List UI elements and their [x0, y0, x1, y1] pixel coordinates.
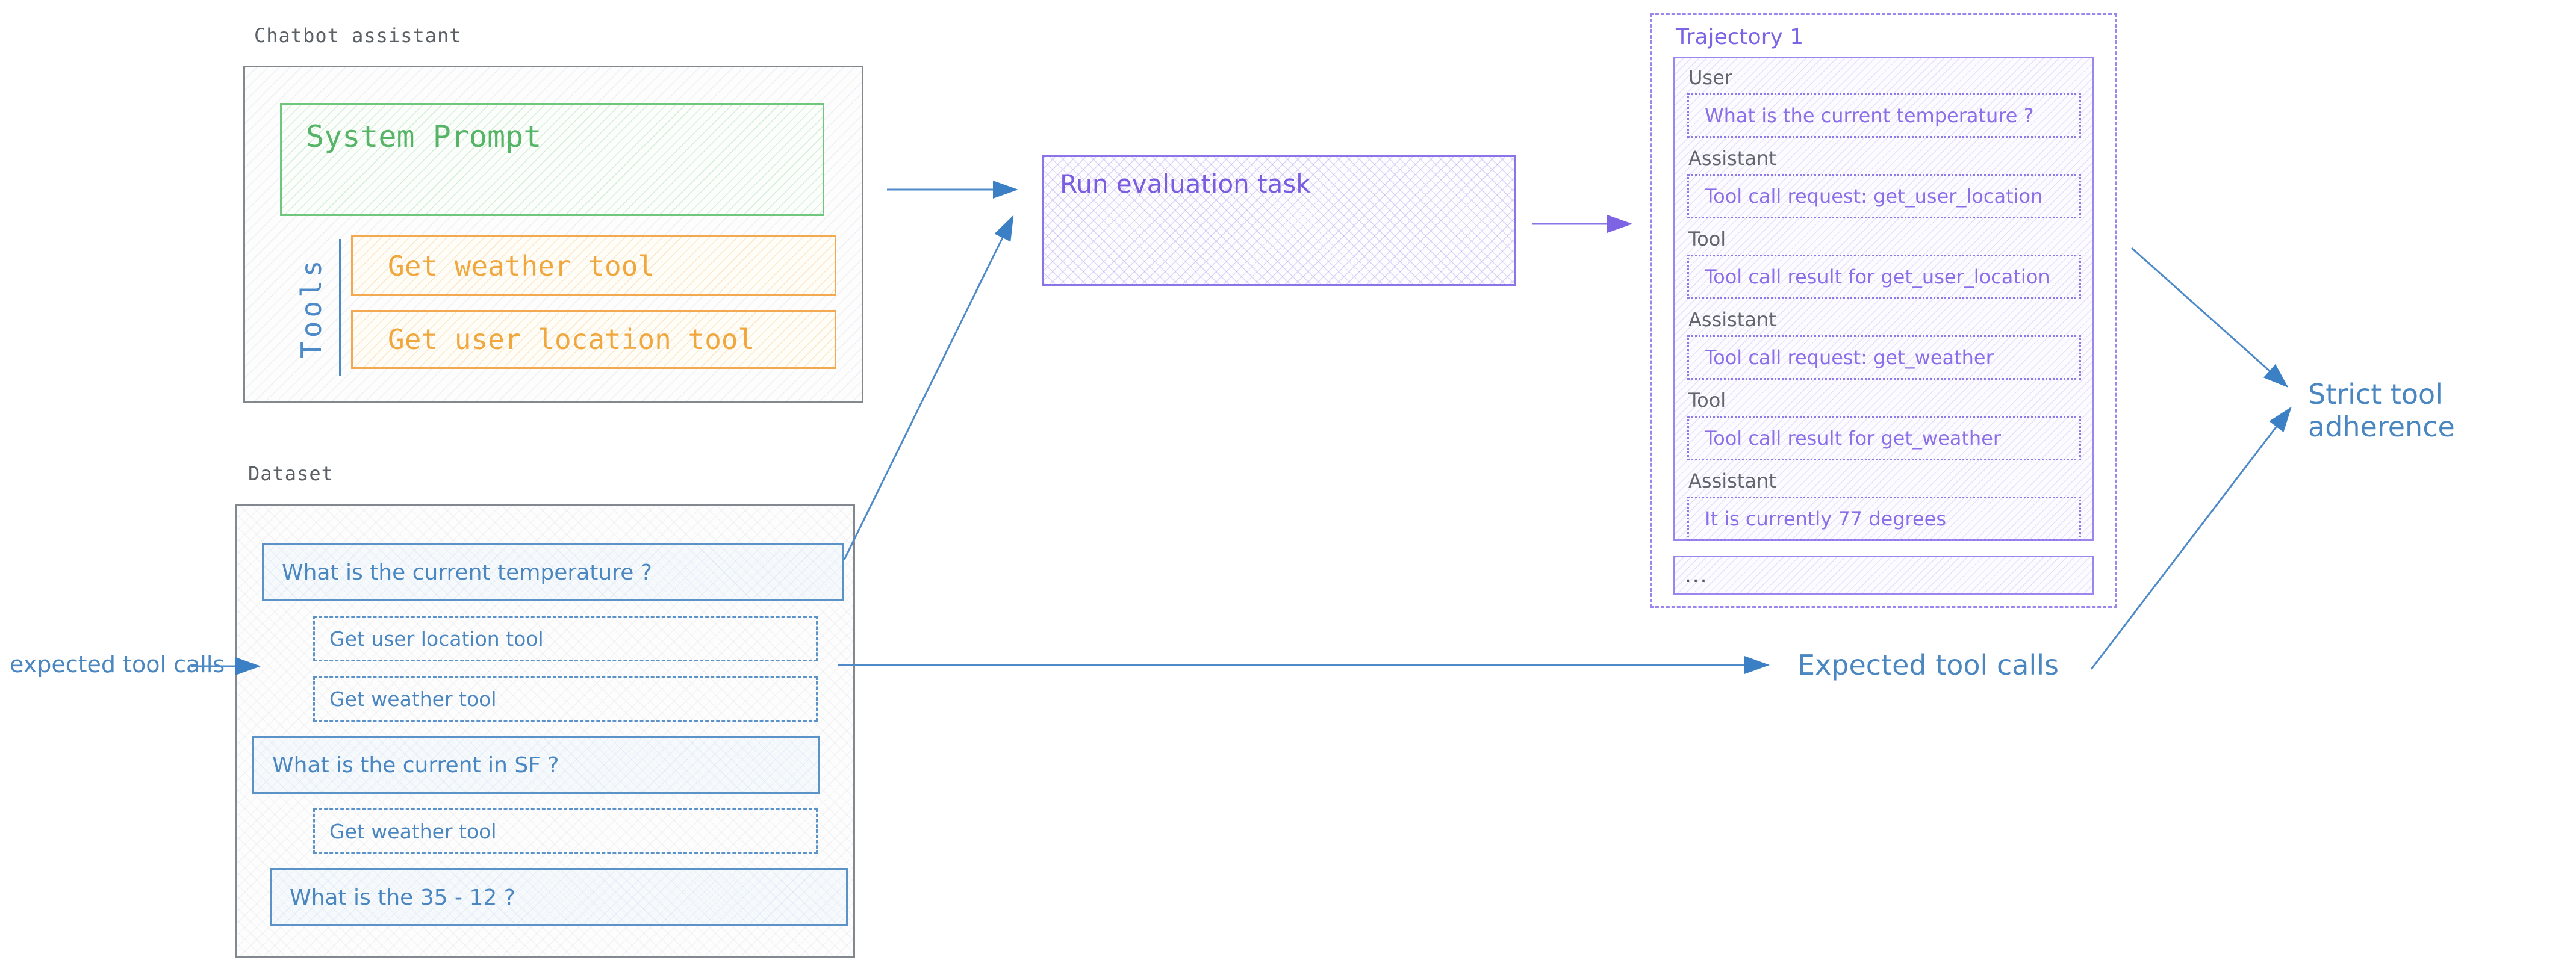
- trajectory-message-box: Tool call result for get_user_location: [1687, 255, 2081, 299]
- trajectory-ellipsis-box: ...: [1673, 556, 2094, 595]
- arrow-dataset-to-run-task: [843, 215, 1014, 560]
- trajectory-message-text: It is currently 77 degrees: [1705, 507, 1947, 530]
- trajectory-title: Trajectory 1: [1676, 25, 1804, 49]
- trajectory-message-box: It is currently 77 degrees: [1687, 497, 2081, 541]
- arrow-trajectory-to-strict-adherence: [2131, 247, 2289, 388]
- dataset-expected-tool-box: Get user location tool: [313, 616, 818, 661]
- get-weather-tool-box: Get weather tool: [351, 235, 836, 296]
- tools-bracket-line: [339, 239, 341, 376]
- expected-tool-calls-left-label: expected tool calls: [10, 651, 225, 678]
- tools-vertical-label: Tools: [295, 256, 328, 359]
- trajectory-role-label: Tool: [1688, 228, 1726, 250]
- trajectory-message-box: Tool call request: get_weather: [1687, 335, 2081, 380]
- trajectory-message-text: Tool call result for get_weather: [1705, 427, 2002, 450]
- trajectory-ellipsis-label: ...: [1685, 563, 1708, 587]
- dataset-item-text: What is the current in SF ?: [272, 752, 559, 778]
- system-prompt-label: System Prompt: [306, 119, 542, 154]
- dataset-expected-tool-box: Get weather tool: [313, 676, 818, 722]
- trajectory-role-label: User: [1688, 66, 1732, 89]
- trajectory-role-label: Assistant: [1688, 308, 1776, 331]
- dataset-box: What is the current temperature ? Get use…: [235, 504, 855, 958]
- dataset-item-text: Get user location tool: [329, 627, 544, 651]
- chatbot-assistant-box: System Prompt Tools Get weather tool Get…: [243, 66, 863, 403]
- dataset-item-text: What is the 35 - 12 ?: [290, 885, 515, 910]
- run-evaluation-task-label: Run evaluation task: [1060, 169, 1311, 199]
- dataset-items: What is the current temperature ? Get use…: [237, 543, 853, 926]
- dataset-question-box: What is the current in SF ?: [252, 736, 820, 794]
- dataset-item-text: Get weather tool: [329, 819, 497, 843]
- trajectory-role-label: Assistant: [1688, 147, 1776, 170]
- trajectory-role-label: Tool: [1688, 389, 1726, 412]
- trajectory-message-text: Tool call request: get_user_location: [1705, 185, 2043, 208]
- expected-tool-calls-label: Expected tool calls: [1797, 649, 2059, 681]
- trajectory-role-label: Assistant: [1688, 469, 1776, 492]
- dataset-question-box: What is the 35 - 12 ?: [270, 868, 848, 926]
- dataset-question-box: What is the current temperature ?: [262, 543, 844, 601]
- run-evaluation-task-box: Run evaluation task: [1042, 155, 1516, 286]
- trajectory-message-box: What is the current temperature ?: [1687, 93, 2081, 138]
- trajectory-message-text: Tool call result for get_user_location: [1705, 265, 2050, 288]
- get-weather-tool-label: Get weather tool: [388, 249, 655, 282]
- dataset-expected-tool-box: Get weather tool: [313, 808, 818, 854]
- trajectory-message-box: Tool call request: get_user_location: [1687, 174, 2081, 218]
- dataset-label: Dataset: [248, 462, 334, 485]
- trajectory-message-box: Tool call result for get_weather: [1687, 416, 2081, 460]
- strict-tool-adherence-label: Strict tool adherence: [2308, 378, 2455, 443]
- get-user-location-tool-box: Get user location tool: [351, 310, 836, 369]
- chatbot-assistant-label: Chatbot assistant: [254, 24, 462, 47]
- trajectory-message-text: What is the current temperature ?: [1705, 104, 2034, 127]
- trajectory-message-text: Tool call request: get_weather: [1705, 346, 1994, 369]
- dataset-item-text: Get weather tool: [329, 687, 497, 711]
- arrow-expected-calls-to-strict-adherence: [2090, 406, 2292, 670]
- system-prompt-box: System Prompt: [280, 103, 824, 216]
- dataset-item-text: What is the current temperature ?: [282, 560, 652, 585]
- get-user-location-tool-label: Get user location tool: [388, 323, 755, 356]
